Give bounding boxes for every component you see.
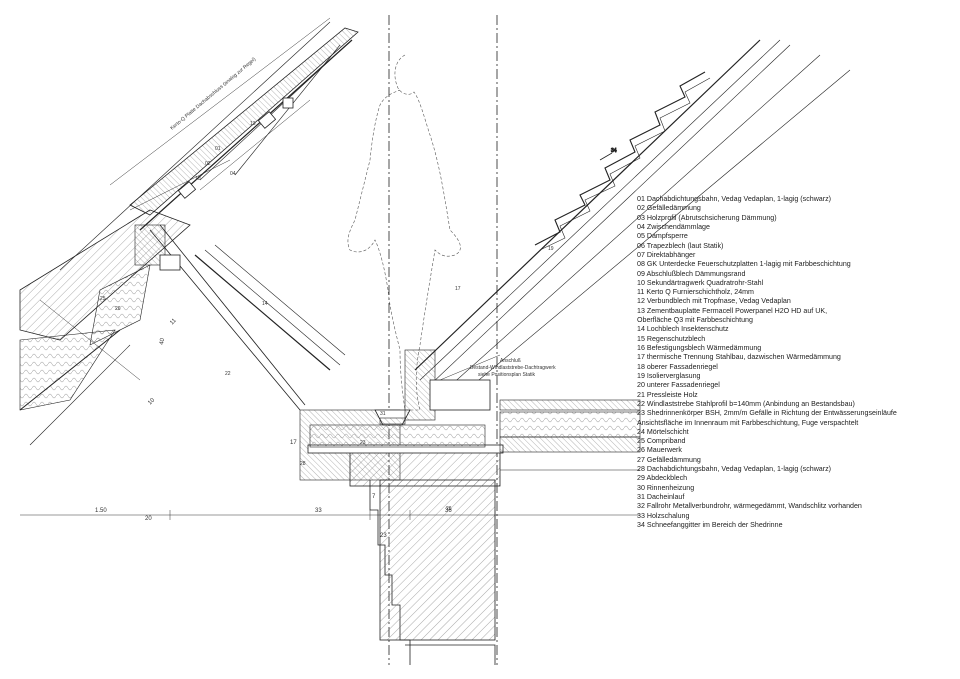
anschluss-note: Anschluß Bestand-Windlaststrebe-Dachtrag… xyxy=(439,354,556,381)
gutter-and-wall xyxy=(299,349,641,665)
legend-item: 18 oberer Fassadenriegel xyxy=(637,362,718,371)
legend-item: Ansichtsfläche im Innenraum mit Farbbesc… xyxy=(637,418,859,427)
legend-item: 06 Trapezblech (laut Statik) xyxy=(637,241,724,250)
legend-item: 09 Abschlußblech Dämmungsrand xyxy=(637,269,746,278)
legend-item: 22 Windlaststrebe Stahlprofil b=140mm (A… xyxy=(637,399,855,408)
svg-text:Anschluß: Anschluß xyxy=(500,358,521,364)
legend-item: 20 unterer Fassadenriegel xyxy=(637,381,720,390)
dim-17: 17 xyxy=(290,440,297,446)
dim-36: 36 xyxy=(445,508,452,514)
svg-text:04: 04 xyxy=(230,171,236,177)
legend-item: 10 Sekundärtragwerk Quadratrohr-Stahl xyxy=(637,278,764,287)
svg-text:10: 10 xyxy=(195,176,201,182)
left-roof xyxy=(19,21,359,446)
legend-item: 24 Mörtelschicht xyxy=(637,427,689,436)
dim-150: 1.50 xyxy=(95,508,107,514)
legend-list: 01 Dachabdichtungsbahn, Vedag Vedaplan, … xyxy=(637,195,897,530)
svg-text:14: 14 xyxy=(262,301,268,307)
dim-10: 10 xyxy=(147,397,156,406)
svg-text:19: 19 xyxy=(548,246,554,252)
legend-item: 17 thermische Trennung Stahlbau, dazwisc… xyxy=(637,353,841,362)
legend-item: 31 Dacheinlauf xyxy=(637,493,685,501)
svg-text:31: 31 xyxy=(380,411,386,417)
legend-item: 34 Schneefanggitter im Bereich der Shedr… xyxy=(637,520,783,529)
bottom-dimension-chain xyxy=(20,510,640,520)
dim-7: 7 xyxy=(372,494,376,500)
left-dimensions xyxy=(39,17,331,381)
svg-text:13: 13 xyxy=(250,121,256,127)
svg-text:siehe Positionsplan Statik: siehe Positionsplan Statik xyxy=(478,372,535,378)
svg-text:26: 26 xyxy=(115,306,121,312)
svg-text:28: 28 xyxy=(300,461,306,467)
dim-20: 20 xyxy=(145,516,152,522)
dim-33: 33 xyxy=(315,508,322,514)
legend-item: 32 Fallrohr Metallverbundrohr, wärmegedä… xyxy=(637,502,862,511)
legend-item: 26 Mauerwerk xyxy=(637,446,682,455)
legend-item: 23 Shedrinnenkörper BSH, 2mm/m Gefälle i… xyxy=(637,409,897,418)
legend-item: 03 Holzprofil (Abrutschsicherung Dämmung… xyxy=(637,213,777,222)
legend-item: 28 Dachabdichtungsbahn, Vedag Vedaplan, … xyxy=(637,465,832,474)
legend-item: 14 Lochblech Insektenschutz xyxy=(637,325,729,334)
svg-text:25: 25 xyxy=(100,296,106,302)
legend-item: 27 Gefälledämmung xyxy=(637,455,701,464)
legend-item: 02 Gefälledämmung xyxy=(637,204,701,213)
legend-item: 25 Compriband xyxy=(637,437,686,446)
legend-item: 12 Verbundblech mit Tropfnase, Vedag Ved… xyxy=(637,297,791,306)
legend-item: 15 Regenschutzblech xyxy=(637,334,706,343)
svg-text:26: 26 xyxy=(446,506,452,512)
right-roof: 34 xyxy=(414,39,851,401)
legend-item: 30 Rinnenheizung xyxy=(637,483,695,492)
svg-text:Bestand-Windlaststrebe-Dachtra: Bestand-Windlaststrebe-Dachtragwerk xyxy=(470,365,556,371)
svg-text:23: 23 xyxy=(360,440,366,446)
legend-item: 11 Kerto Q Furnierschichtholz, 24mm xyxy=(637,288,754,297)
legend-item: 07 Direktabhänger xyxy=(637,250,696,259)
svg-text:01: 01 xyxy=(215,146,221,152)
legend-item: 08 GK Unterdecke Feuerschutzplatten 1-la… xyxy=(637,260,851,269)
svg-text:02: 02 xyxy=(205,161,211,167)
legend-item: 16 Befestigungsblech Wärmedämmung xyxy=(637,344,762,352)
dim-23: 23 xyxy=(380,533,387,539)
legend-item: 29 Abdeckblech xyxy=(637,474,688,483)
svg-text:34: 34 xyxy=(611,148,617,154)
legend-item: 21 Pressleiste Holz xyxy=(637,390,698,399)
legend-item: 01 Dachabdichtungsbahn, Vedag Vedaplan, … xyxy=(637,195,832,203)
item-tags: 01 02 04 10 13 25 26 22 14 17 19 23 31 2… xyxy=(100,121,554,512)
legend-item: 04 Zwischendämmlage xyxy=(637,222,710,231)
legend-item: Oberfläche Q3 mit Farbbeschichtung xyxy=(637,316,753,325)
legend-item: 13 Zementbauplatte Fermacell Powerpanel … xyxy=(637,306,828,315)
legend-item: 05 Dampfsperre xyxy=(637,232,688,241)
svg-text:22: 22 xyxy=(225,371,231,377)
dim-40: 40 xyxy=(159,337,166,345)
dim-11: 11 xyxy=(169,317,178,326)
legend-item: 19 Isolierverglasung xyxy=(637,371,701,380)
svg-text:17: 17 xyxy=(455,286,461,292)
human-silhouette xyxy=(347,54,461,411)
legend-item: 33 Holzschalung xyxy=(637,511,690,520)
